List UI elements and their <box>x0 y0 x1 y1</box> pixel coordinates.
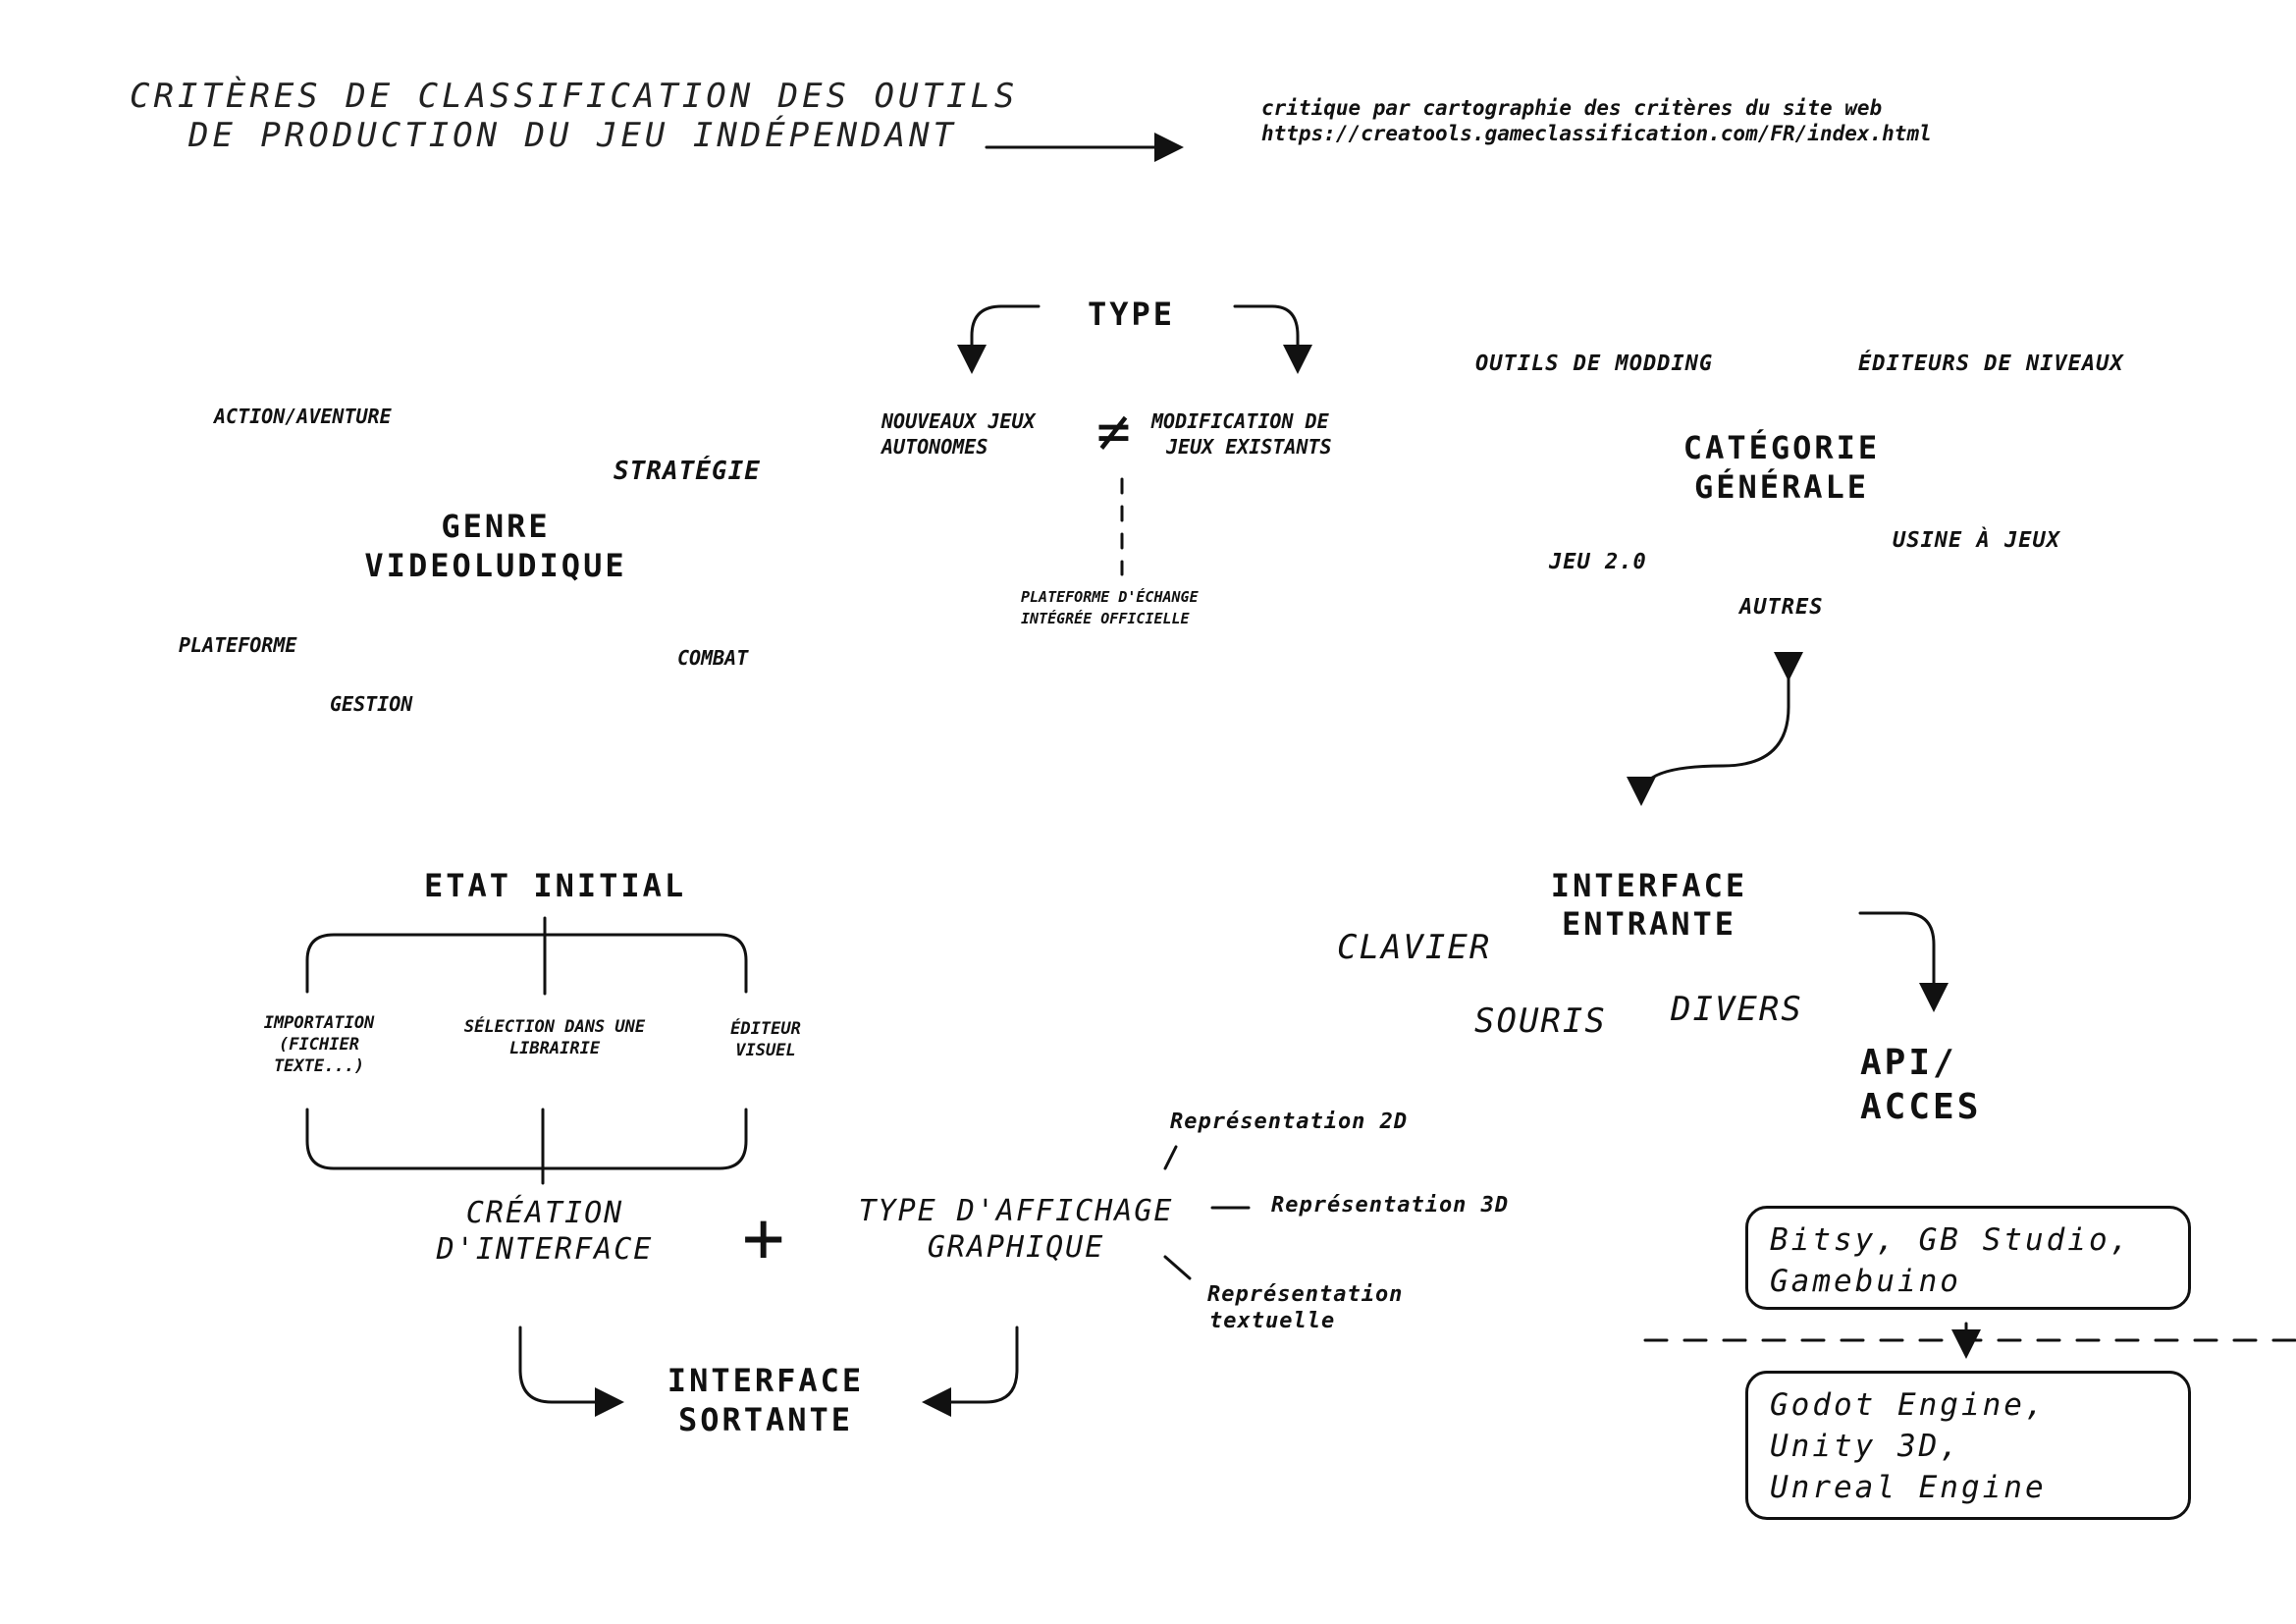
reptext-connector <box>1163 1255 1192 1280</box>
tools-box-simple-line-1: Bitsy, GB Studio, <box>1770 1222 2132 1258</box>
creation-line-1: CRÉATION <box>465 1196 624 1230</box>
categorie-entrante-arrow <box>1627 652 1803 806</box>
title-line-1: CRITÈRES DE CLASSIFICATION DES OUTILS <box>130 77 1019 116</box>
etat-option-import-line-2: (FICHIER <box>279 1035 359 1055</box>
etat-option-editeur-line-2: VISUEL <box>735 1041 796 1060</box>
api-line-2: ACCES <box>1860 1087 1982 1127</box>
tools-box-engines: Godot Engine, Unity 3D, Unreal Engine <box>1745 1371 2191 1520</box>
sortante-line-2: SORTANTE <box>677 1401 854 1438</box>
affichage-rep-text-line-2: textuelle <box>1209 1309 1336 1333</box>
etat-option-import-line-3: TEXTE...) <box>273 1056 365 1076</box>
sortante-line-1: INTERFACE <box>667 1362 865 1399</box>
categorie-item-modding: OUTILS DE MODDING <box>1475 352 1714 376</box>
api-line-1: API/ <box>1860 1043 1957 1083</box>
type-sub-line-1: PLATEFORME D'ÉCHANGE <box>1021 588 1199 606</box>
etat-option-librairie-line-2: LIBRAIRIE <box>508 1039 601 1058</box>
categorie-item-autres: AUTRES <box>1739 595 1824 620</box>
subtitle-note-line-1: critique par cartographie des critères d… <box>1261 96 1883 120</box>
affichage-rep-2d: Représentation 2D <box>1170 1110 1409 1134</box>
entrante-item-souris: SOURIS <box>1474 1001 1607 1041</box>
categorie-title-line-2: GÉNÉRALE <box>1693 468 1870 506</box>
etat-option-librairie-line-1: SÉLECTION DANS UNE <box>463 1017 646 1037</box>
genre-item-combat: COMBAT <box>677 646 749 670</box>
genre-item-gestion: GESTION <box>330 692 413 716</box>
categorie-item-jeu20: JEU 2.0 <box>1549 550 1647 574</box>
affichage-line-1: TYPE D'AFFICHAGE <box>858 1194 1174 1228</box>
title-line-2: DE PRODUCTION DU JEU INDÉPENDANT <box>188 116 958 155</box>
categorie-title-line-1: CATÉGORIE <box>1682 429 1881 466</box>
type-right-line-2: JEUX EXISTANTS <box>1166 435 1332 459</box>
subtitle-note-url[interactable]: https://creatools.gameclassification.com… <box>1261 122 1932 145</box>
type-left-line-1: NOUVEAUX JEUX <box>881 409 1036 433</box>
tools-box-simple: Bitsy, GB Studio, Gamebuino <box>1745 1206 2191 1310</box>
tools-box-engines-line-1: Godot Engine, <box>1770 1387 2047 1423</box>
type-sub-line-2: INTÉGRÉE OFFICIELLE <box>1021 610 1190 627</box>
type-right-arrow <box>1233 304 1312 374</box>
entrante-line-1: INTERFACE <box>1550 867 1748 904</box>
tools-box-engines-line-3: Unreal Engine <box>1770 1469 2047 1505</box>
affichage-line-2: GRAPHIQUE <box>927 1230 1105 1265</box>
entrante-item-divers: DIVERS <box>1671 990 1803 1029</box>
etat-option-editeur-line-1: ÉDITEUR <box>730 1019 801 1039</box>
entrante-item-clavier: CLAVIER <box>1337 928 1492 967</box>
not-equal-sign: ≠ <box>1096 398 1131 464</box>
tools-box-simple-line-2: Gamebuino <box>1770 1263 1961 1299</box>
creation-to-sortante-arrow <box>518 1326 624 1417</box>
entrante-to-api-arrow <box>1858 911 1949 1012</box>
genre-item-plateforme: PLATEFORME <box>179 633 297 657</box>
genre-item-action-aventure: ACTION/AVENTURE <box>214 405 392 428</box>
creation-line-2: D'INTERFACE <box>436 1232 654 1267</box>
etat-top-bracket <box>305 933 748 994</box>
tools-box-engines-line-2: Unity 3D, <box>1770 1428 1961 1464</box>
plus-sign: + <box>742 1196 785 1278</box>
type-title: TYPE <box>1088 296 1176 333</box>
genre-title-line-2: VIDEOLUDIQUE <box>364 547 627 584</box>
affichage-rep-3d: Représentation 3D <box>1271 1193 1510 1218</box>
genre-item-strategie: STRATÉGIE <box>614 457 761 486</box>
type-left-line-2: AUTONOMES <box>881 435 988 459</box>
etat-option-import-line-1: IMPORTATION <box>263 1013 375 1033</box>
entrante-line-2: ENTRANTE <box>1561 905 1737 943</box>
genre-title-line-1: GENRE <box>441 508 551 545</box>
categorie-item-usine: USINE À JEUX <box>1893 528 2060 553</box>
type-left-arrow <box>957 304 1041 374</box>
etat-initial-title: ETAT INITIAL <box>424 867 687 904</box>
etat-bottom-bracket <box>305 1108 748 1170</box>
affichage-rep-text-line-1: Représentation <box>1207 1282 1404 1307</box>
categorie-item-editeurs: ÉDITEURS DE NIVEAUX <box>1858 352 2124 376</box>
type-right-line-1: MODIFICATION DE <box>1151 409 1329 433</box>
affichage-to-sortante-arrow <box>922 1326 1019 1417</box>
rep2d-connector <box>1163 1145 1178 1170</box>
